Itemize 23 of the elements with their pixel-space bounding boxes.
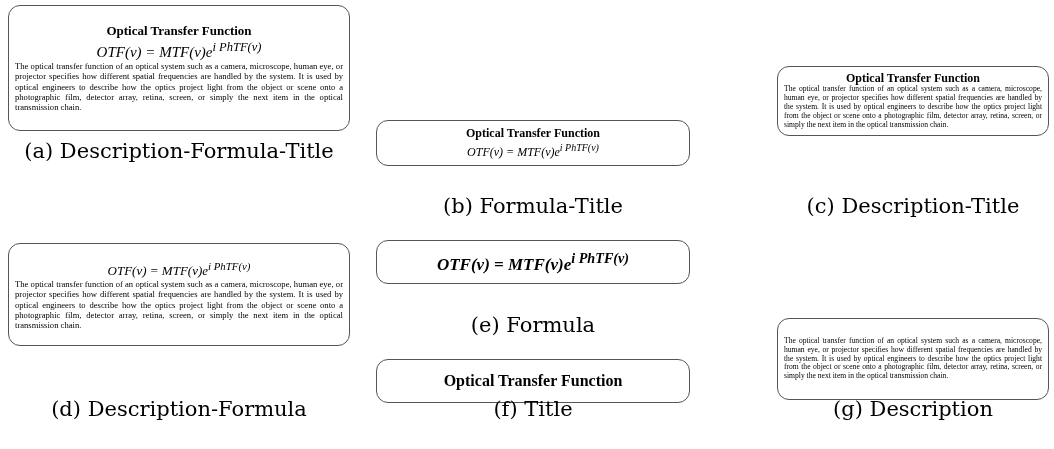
panel-title: Optical Transfer Function [442,371,624,391]
panel-caption: (d) Description-Formula [50,396,308,423]
formula: OTF(ν) = MTF(ν)e$^{i PhTF(ν)}$ [95,39,263,62]
panel-caption: (c) Description-Title [805,193,1021,220]
panel-caption: (g) Description [832,396,994,423]
description-text: The optical transfer function of an optical system such as a camera, microscope, human eye, or projector specifies how different spatial frequencies are handled by the system. It is used by optical engineers to describe how the optics project light from the object or scene onto a photographic film, detector array, retina, screen, or simply the next item in the optical transmission chain. [15,61,343,112]
rounded-panel [376,240,690,284]
rounded-panel [8,243,350,346]
panel-caption: (e) Formula [469,312,597,339]
formula: OTF(ν) = MTF(ν)e$^{i PhTF(ν)}$ [466,140,600,160]
rounded-panel [777,318,1049,400]
rounded-panel [8,5,350,131]
rounded-panel [376,120,690,166]
panel-title: Optical Transfer Function [465,126,601,141]
formula: OTF(ν) = MTF(ν)e$^{i PhTF(ν)}$ [106,259,252,280]
panel-title: Optical Transfer Function [105,24,253,39]
panel-caption: (f) Title [492,396,574,423]
panel-caption: (a) Description-Formula-Title [23,138,335,165]
description-text: The optical transfer function of an optical system such as a camera, microscope, human eye, or projector specifies how different spatial frequencies are handled by the system. It is used by optical engineers to describe how the optics project light from the object or scene onto a photographic film, detector array, retina, screen, or simply the next item in the optical transmission chain. [15,279,343,330]
panel-title: Optical Transfer Function [846,71,981,86]
panel-caption: (b) Formula-Title [442,193,624,220]
formula: OTF(ν) = MTF(ν)e$^{i PhTF(ν)}$ [435,249,631,275]
rounded-panel [777,66,1049,136]
